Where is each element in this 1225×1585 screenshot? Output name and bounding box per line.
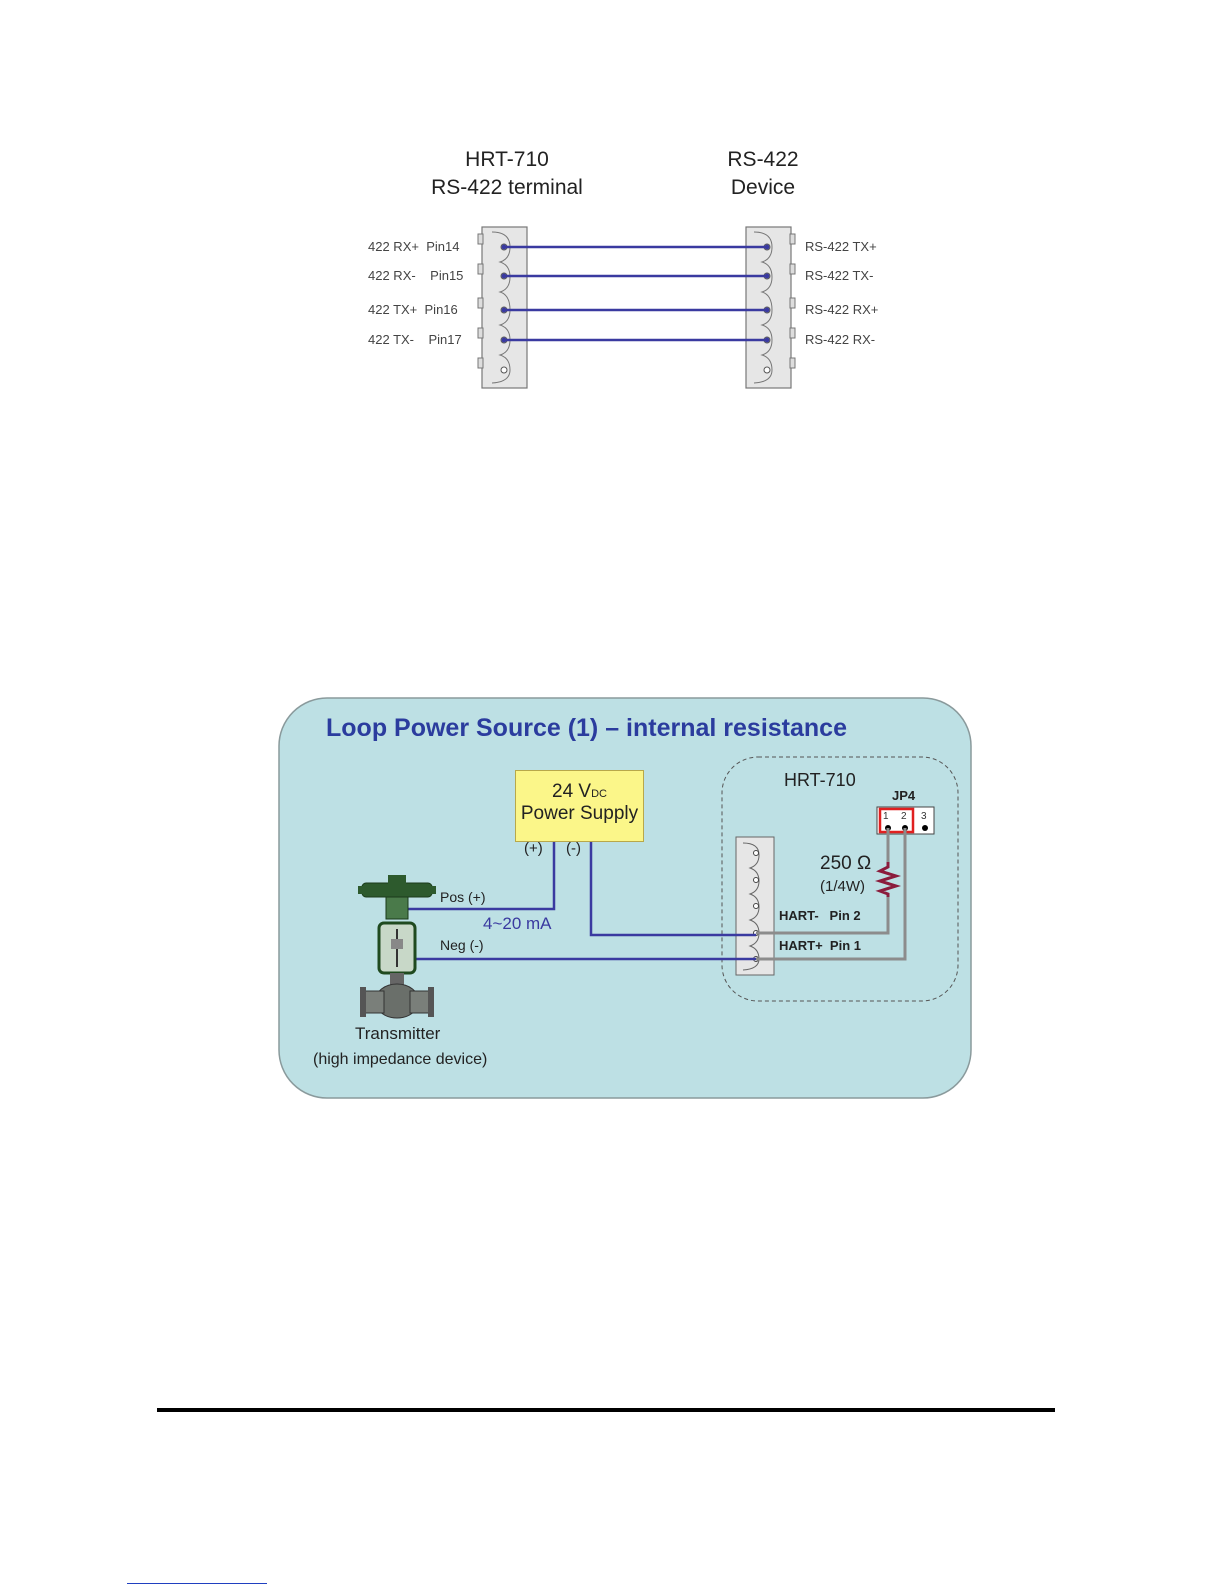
resistor-value: 250 Ω [820, 853, 872, 874]
right-title: RS-422 Device [653, 146, 873, 202]
pos-wire [408, 840, 556, 911]
neg-label: Neg (-) [440, 937, 484, 953]
resistor-icon [874, 862, 902, 897]
left-pin-label-3: 422 TX+ Pin16 [368, 302, 458, 317]
hart-wires [756, 828, 907, 961]
loop-power-svg [278, 697, 972, 1099]
supply-plus-label: (+) [524, 840, 543, 857]
left-title: HRT-710 RS-422 terminal [397, 146, 617, 202]
right-title-line1: RS-422 [727, 148, 799, 171]
power-supply-voltage: 24 VDC [552, 781, 607, 802]
pos-label: Pos (+) [440, 889, 486, 905]
current-label: 4~20 mA [483, 914, 552, 933]
right-pin-label-4: RS-422 RX- [805, 332, 876, 347]
loop-wires [408, 840, 756, 961]
footer-link[interactable] [127, 1582, 267, 1584]
transmitter-label: Transmitter [355, 1024, 441, 1043]
transmitter-note: (high impedance device) [313, 1051, 488, 1068]
hart-minus-label: HART- Pin 2 [779, 908, 861, 923]
wire-end-dots [501, 244, 770, 343]
right-pin-label-2: RS-422 TX- [805, 268, 874, 283]
left-title-line1: HRT-710 [465, 148, 549, 171]
loop-title: Loop Power Source (1) – internal resista… [326, 714, 847, 742]
right-title-line2: Device [730, 176, 796, 199]
power-supply-label: Power Supply [520, 803, 639, 824]
hart-plus-wire [756, 828, 907, 961]
power-supply-box: 24 VDC Power Supply [515, 770, 644, 842]
hrt710-terminal-block [735, 836, 775, 976]
hrt710-label: HRT-710 [784, 770, 856, 790]
right-pin-label-1: RS-422 TX+ [805, 239, 877, 254]
supply-minus-label: (-) [566, 840, 581, 857]
left-pin-label-2: 422 RX- Pin15 [368, 268, 464, 283]
rs422-connectors-svg [477, 226, 796, 389]
jp4-label: JP4 [892, 788, 916, 803]
rs422-wires [504, 245, 767, 342]
transmitter-valve-icon [358, 875, 436, 1019]
jp4-pin-1: 1 [883, 811, 889, 822]
left-title-line2: RS-422 terminal [431, 176, 583, 199]
right-pin-label-3: RS-422 RX+ [805, 302, 879, 317]
loop-panel-background [278, 697, 972, 1099]
jp4-pin-2: 2 [901, 811, 907, 822]
right-terminal-block [745, 226, 796, 389]
left-terminal-block [477, 226, 528, 389]
left-pin-label-1: 422 RX+ Pin14 [368, 239, 460, 254]
footer-rule [157, 1408, 1055, 1412]
resistor-rating: (1/4W) [820, 878, 865, 895]
jp4-pin-3: 3 [921, 811, 927, 822]
supply-minus-wire [589, 840, 756, 937]
left-pin-label-4: 422 TX- Pin17 [368, 332, 462, 347]
hart-plus-label: HART+ Pin 1 [779, 938, 861, 953]
hart-minus-wire [756, 897, 890, 935]
